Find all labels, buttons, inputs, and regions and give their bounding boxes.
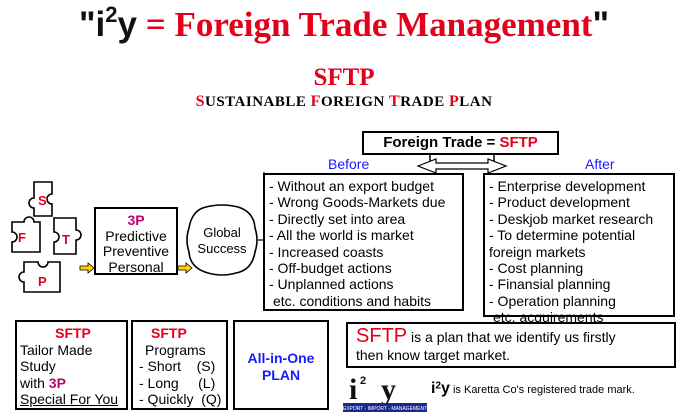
- svg-text:2: 2: [360, 375, 366, 387]
- title-quote-close: ": [592, 5, 610, 44]
- list-item: - Product development: [489, 194, 630, 211]
- list-item: - Quickly (Q): [139, 391, 222, 407]
- global-text: Global: [203, 225, 241, 240]
- after-label: After: [585, 156, 615, 172]
- all-in-one-line: PLAN: [261, 366, 301, 383]
- plan-statement-sftp: SFTP: [356, 325, 408, 347]
- programs-line: Programs: [145, 341, 206, 358]
- three-p-line: Personal: [108, 258, 164, 275]
- list-item: - Increased coasts: [269, 243, 384, 260]
- three-p-line: Predictive: [105, 227, 167, 244]
- puzzle-piece-f: [11, 216, 41, 253]
- svg-text:i: i: [349, 373, 357, 406]
- list-item: - Short (S): [139, 358, 216, 374]
- i2y-logo-icon: i 2 y EXPORT - IMPORT - MANAGEMENT: [343, 373, 427, 412]
- puzzle-letter-f: F: [18, 230, 26, 245]
- tailor-line: Tailor Made: [20, 341, 93, 358]
- svg-text:y: y: [381, 373, 396, 406]
- sftp-subtitle: SUSTAINABLE FOREIGN TRADE PLAN: [195, 93, 493, 110]
- double-arrow-icon: [416, 158, 508, 174]
- global-success-shape: Global Success: [186, 204, 258, 276]
- plan-statement-line: then know target market.: [356, 347, 511, 363]
- list-item: - Operation planning: [489, 292, 616, 309]
- list-item: - Enterprise development: [489, 178, 646, 194]
- list-item: - All the world is market: [269, 227, 414, 244]
- tailor-made-box: SFTP Tailor Made Study with 3P Special F…: [15, 320, 128, 410]
- list-item: - To determine potential: [489, 227, 636, 244]
- puzzle-piece-p: [18, 261, 61, 293]
- list-item: - Wrong Goods-Markets due: [269, 194, 446, 211]
- three-p-box: 3P Predictive Preventive Personal: [94, 207, 178, 275]
- tailor-line: Study: [20, 358, 56, 374]
- three-p-heading: 3P: [127, 212, 145, 228]
- list-item: etc. conditions and habits: [273, 292, 431, 309]
- list-item: - Unplanned actions: [269, 276, 394, 293]
- programs-box: SFTP Programs - Short (S) - Long (L) - Q…: [131, 320, 228, 410]
- trademark-note: i2y is Karetta Co's registered trade mar…: [431, 380, 635, 397]
- all-in-one-box: All-in-One PLAN: [233, 320, 329, 410]
- plan-statement-line: is a plan that we identify us firstly: [407, 329, 616, 345]
- before-label: Before: [328, 156, 370, 172]
- puzzle-letter-t: T: [62, 232, 70, 247]
- puzzle-letter-p: P: [38, 274, 47, 289]
- before-list: - Without an export budget - Wrong Goods…: [263, 173, 464, 311]
- three-p-line: Preventive: [102, 243, 170, 259]
- programs-heading: SFTP: [151, 325, 187, 341]
- list-item: - Finansial planning: [489, 276, 611, 293]
- list-item: foreign markets: [489, 243, 586, 260]
- plan-statement-box: SFTP is a plan that we identify us first…: [346, 322, 676, 368]
- title-text: = Foreign Trade Management: [145, 5, 593, 44]
- page-title: "i2y = Foreign Trade Management": [0, 4, 688, 46]
- list-item: - Cost planning: [489, 260, 584, 277]
- success-text: Success: [197, 241, 247, 256]
- tailor-heading: SFTP: [55, 325, 91, 341]
- list-item: - Without an export budget: [269, 178, 434, 194]
- title-i2y: i2y: [95, 2, 137, 45]
- puzzle-piece-t: [53, 217, 82, 255]
- list-item: - Long (L): [139, 374, 216, 391]
- list-item: etc. acquirements: [493, 309, 604, 326]
- list-item: - Directly set into area: [269, 210, 406, 227]
- sftp-heading: SFTP: [313, 64, 375, 91]
- equation-box: Foreign Trade = SFTP: [362, 131, 559, 155]
- puzzle-piece-s: [28, 181, 53, 217]
- puzzle-icon: S F T P: [11, 181, 82, 293]
- list-item: - Off-budget actions: [269, 260, 392, 277]
- svg-text:EXPORT - IMPORT - MANAGEMENT: EXPORT - IMPORT - MANAGEMENT: [343, 406, 427, 412]
- tailor-line: Special For You: [20, 391, 119, 407]
- title-quote-open: ": [78, 5, 96, 44]
- all-in-one-line: All-in-One: [247, 350, 315, 366]
- after-list: - Enterprise development - Product devel…: [483, 173, 675, 325]
- tailor-line: with 3P: [20, 374, 66, 391]
- puzzle-letter-s: S: [38, 193, 47, 208]
- list-item: - Deskjob market research: [489, 210, 654, 227]
